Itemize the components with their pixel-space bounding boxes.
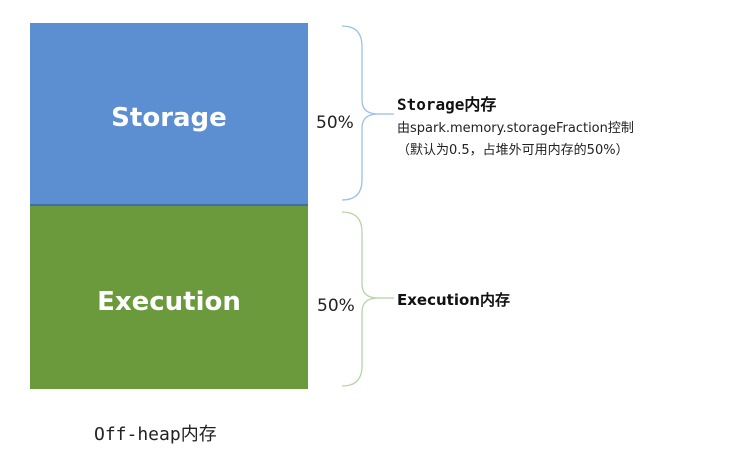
storage-description-line2: （默认为0.5，占堆外可用内存的50%） xyxy=(397,143,629,158)
diagram-caption: Off-heap内存 xyxy=(94,424,217,445)
execution-block: Execution xyxy=(30,206,308,389)
execution-title: Execution内存 xyxy=(397,291,510,309)
execution-percent: 50% xyxy=(317,296,355,316)
execution-brace xyxy=(341,211,379,387)
storage-block: Storage xyxy=(30,23,308,206)
storage-percent: 50% xyxy=(316,113,354,133)
storage-brace xyxy=(341,25,379,201)
storage-title: Storage内存 xyxy=(397,95,497,114)
storage-block-label: Storage xyxy=(111,102,227,133)
storage-description-line1: 由spark.memory.storageFraction控制 xyxy=(397,121,634,136)
execution-block-label: Execution xyxy=(97,286,241,317)
